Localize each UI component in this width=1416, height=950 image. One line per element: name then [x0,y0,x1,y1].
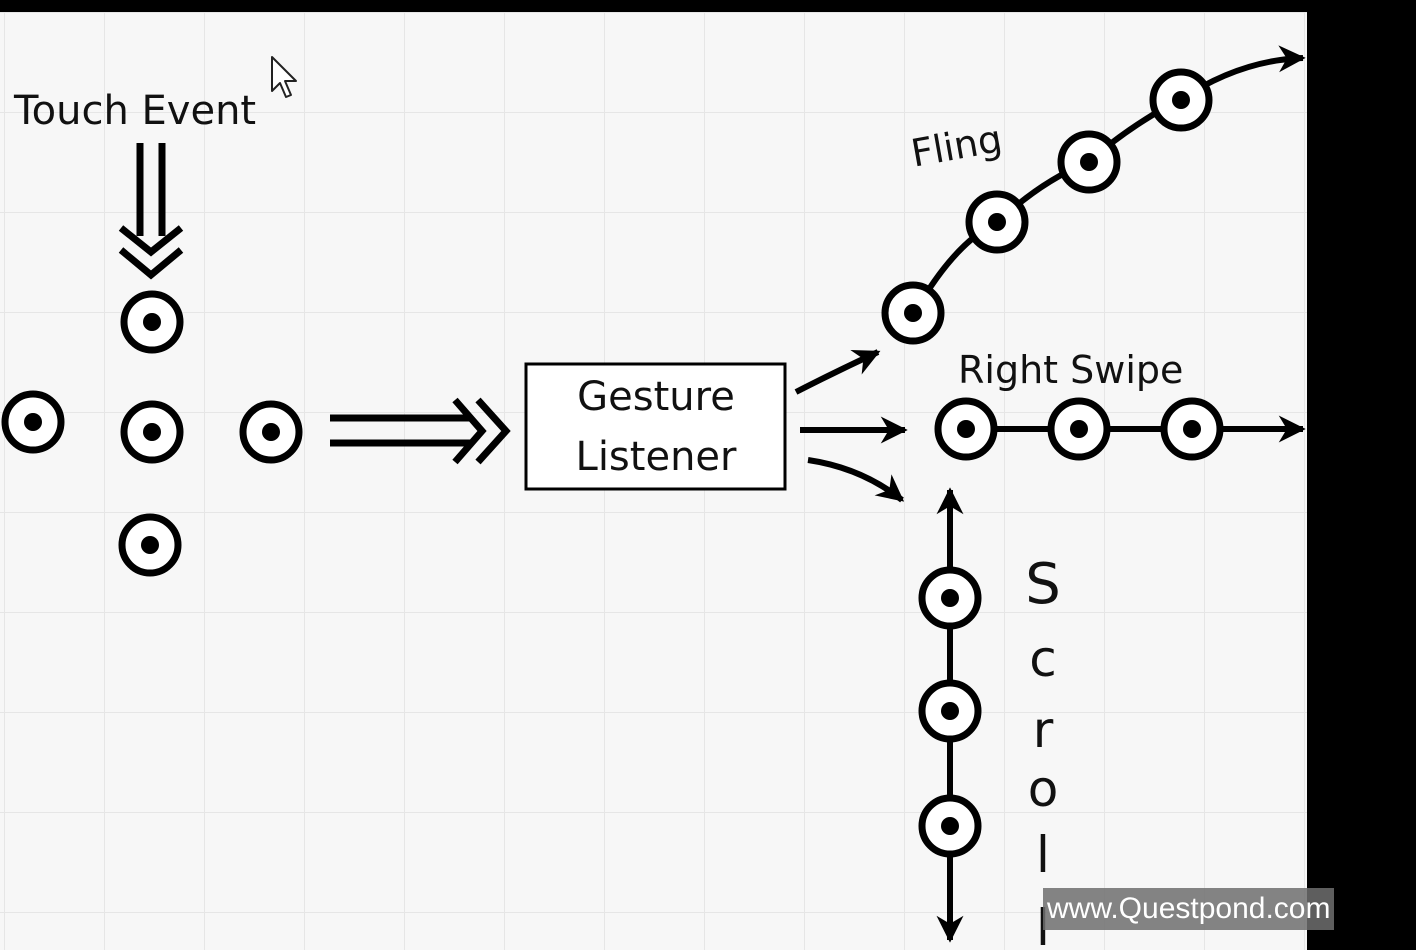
fling-path: Fling [881,45,1306,345]
touch-point-icon [881,281,945,345]
touch-point-icon [1,390,65,454]
touch-point-icon [120,290,184,354]
fling-label: Fling [908,116,1005,175]
scroll-path: S c r o l l [918,487,1061,950]
scroll-letter-2: c [1029,630,1057,688]
fling-branch-arrow [794,349,881,395]
right-swipe-path: Right Swipe [934,348,1306,461]
gesture-listener-line2: Listener [576,434,737,480]
touch-down-double-arrow [118,143,184,280]
scroll-letter-5: l [1036,826,1050,884]
touch-points-cluster [1,290,303,577]
touch-event-label: Touch Event [13,88,256,134]
to-listener-double-arrow [330,397,511,465]
scroll-letter-1: S [1025,552,1061,617]
listener-output-arrows [794,349,908,503]
scroll-branch-arrow [807,457,905,503]
gesture-listener-line1: Gesture [577,374,735,420]
scroll-letter-4: o [1028,760,1059,818]
touch-point-icon [1047,397,1111,461]
touch-point-icon [1057,130,1121,194]
touch-point-icon [918,794,982,858]
touch-point-icon [934,397,998,461]
touch-point-icon [918,566,982,630]
touch-point-icon [1149,68,1213,132]
scroll-letter-3: r [1033,701,1054,759]
right-swipe-label: Right Swipe [958,348,1183,392]
touch-point-icon [1160,397,1224,461]
gesture-listener-box: Gesture Listener [524,362,787,491]
touch-point-icon [918,679,982,743]
touch-point-icon [120,400,184,464]
touch-point-icon [239,400,303,464]
touch-point-icon [118,513,182,577]
touch-point-icon [965,190,1029,254]
mouse-pointer-icon [271,56,297,98]
watermark-text: www.Questpond.com [1043,888,1335,930]
